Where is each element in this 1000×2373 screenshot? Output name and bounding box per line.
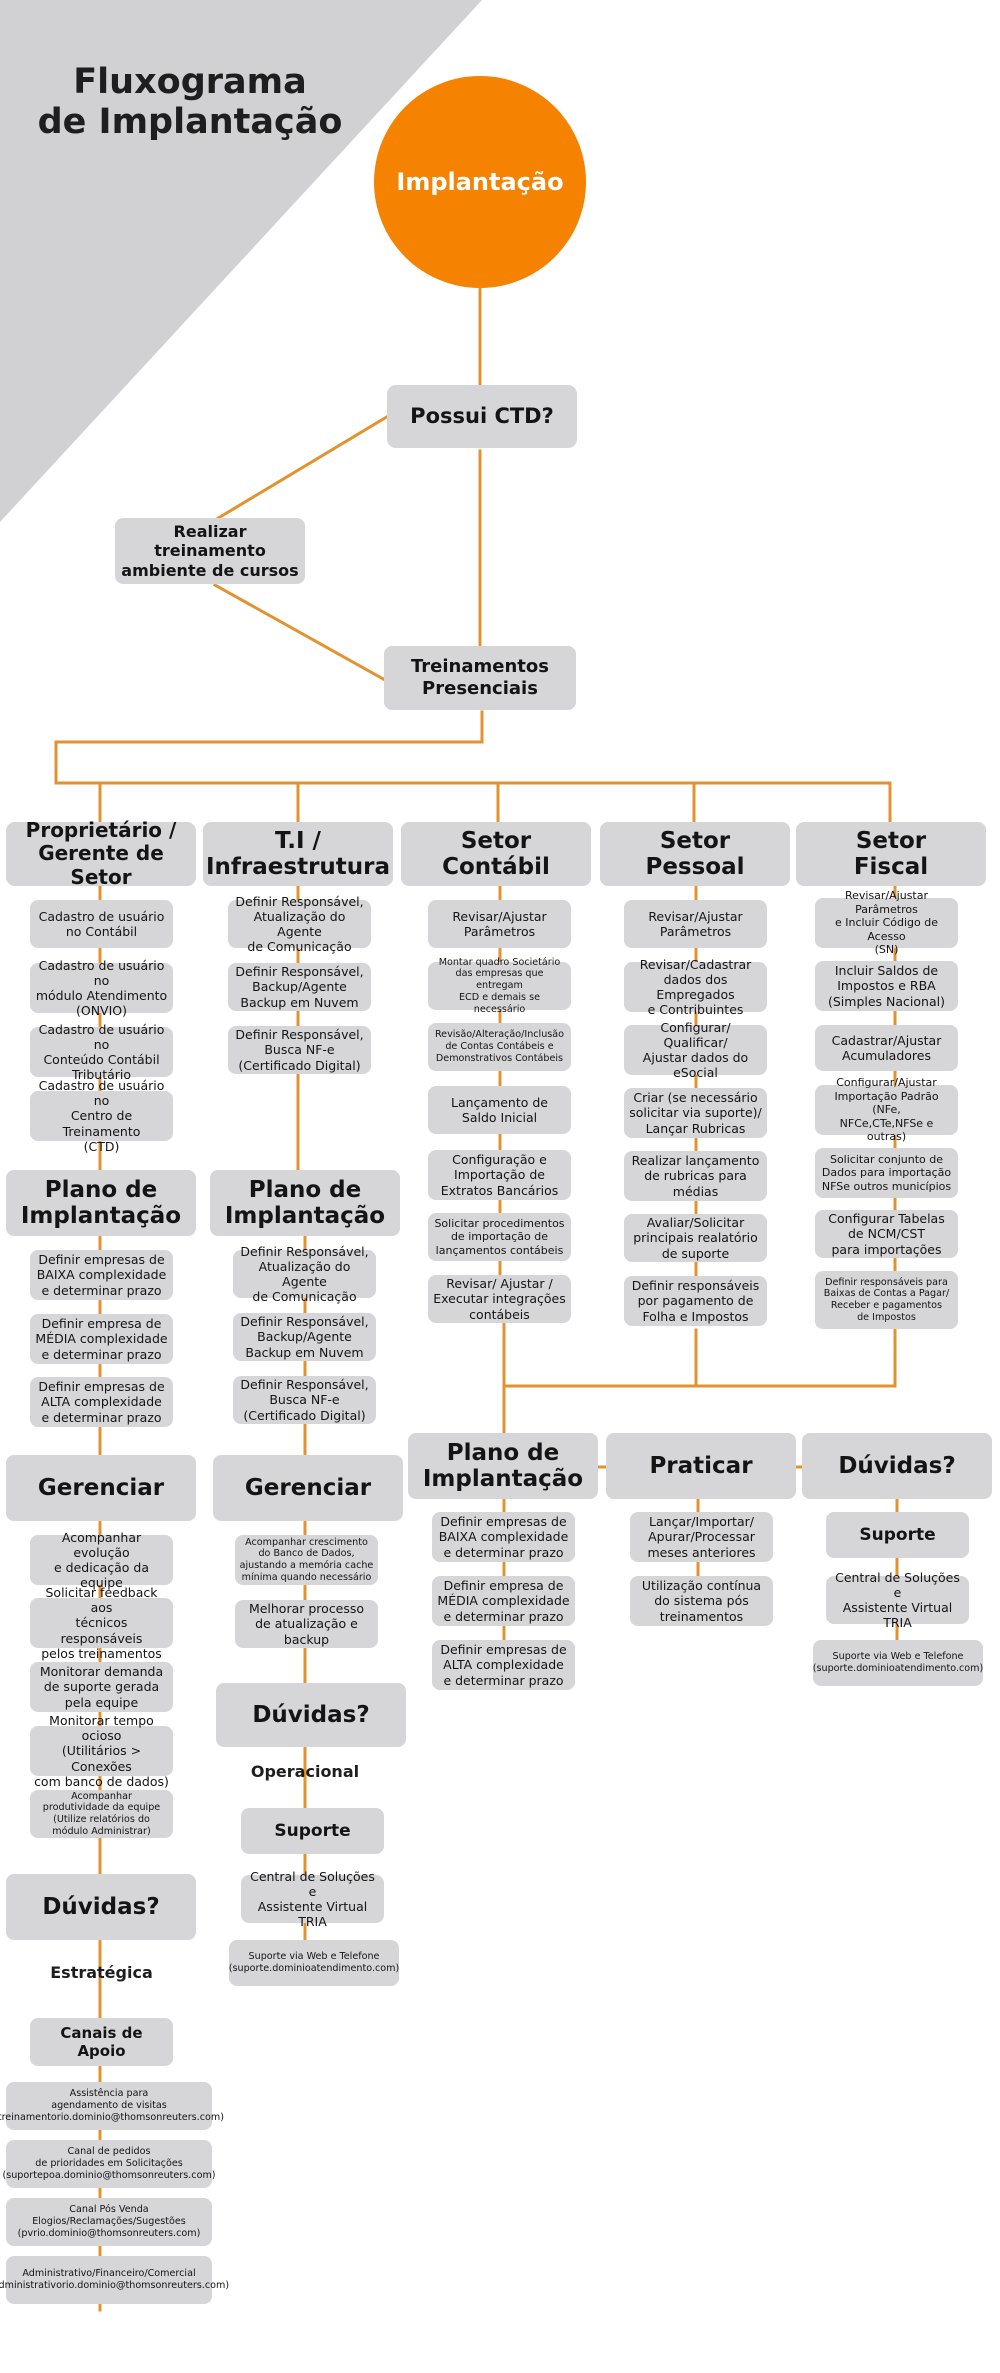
col1-doubts-header: Dúvidas?: [6, 1874, 196, 1940]
col3-item: Revisar/Ajustar Parâmetros: [428, 900, 571, 948]
decision-node: Possui CTD?: [387, 385, 577, 448]
col1-manage-item: Acompanhar evolução e dedicação da equip…: [30, 1530, 173, 1590]
col1-manage-item: Monitorar tempo ocioso (Utilitários > Co…: [30, 1713, 173, 1789]
col1-plan-header: Plano de Implantação: [6, 1170, 196, 1236]
merge-support-item: Suporte via Web e Telefone (suporte.domi…: [813, 1640, 983, 1686]
col2-doubts-header: Dúvidas?: [216, 1683, 406, 1747]
col3-header: Setor Contábil: [401, 822, 591, 886]
col1-support-item: Canal de pedidos de prioridades em Solic…: [2, 2140, 216, 2188]
merge-plan-item: Definir empresas de ALTA complexidade e …: [432, 1640, 575, 1690]
col5-item: Solicitar conjunto de Dados para importa…: [815, 1148, 958, 1198]
col3-item: Montar quadro Societário das empresas qu…: [428, 957, 571, 1015]
col4-item: Realizar lançamento de rubricas para méd…: [624, 1151, 767, 1201]
col4-item: Revisar/Cadastrar dados dos Empregados e…: [624, 957, 767, 1017]
col3-item: Revisar/ Ajustar / Executar integrações …: [428, 1275, 571, 1323]
col1-manage-header: Gerenciar: [6, 1455, 196, 1521]
col1-support-header: Canais de Apoio: [30, 2018, 173, 2066]
col2-support-header: Suporte: [241, 1808, 384, 1854]
practice-item: Lançar/Importar/ Apurar/Processar meses …: [630, 1512, 773, 1562]
col1-support-item: Canal Pós Venda Elogios/Reclamações/Suge…: [6, 2198, 212, 2246]
col1-manage-item: Acompanhar produtividade da equipe (Util…: [30, 1790, 173, 1838]
title-line1: Fluxograma: [73, 62, 307, 102]
col3-item: Revisão/Alteração/Inclusão de Contas Con…: [428, 1023, 571, 1071]
col2-header: T.I / Infraestrutura: [203, 822, 393, 886]
col2-support-item: Central de Soluções e Assistente Virtual…: [241, 1869, 384, 1929]
merge-doubts-header: Dúvidas?: [802, 1433, 992, 1499]
practice-item: Utilização contínua do sistema pós trein…: [630, 1576, 773, 1626]
col2-manage-header: Gerenciar: [213, 1455, 403, 1521]
col1-manage-item: Solicitar feedback aos técnicos responsá…: [30, 1585, 173, 1661]
col1-plan-item: Definir empresas de BAIXA complexidade e…: [30, 1250, 173, 1300]
col5-item: Configurar Tabelas de NCM/CST para impor…: [815, 1210, 958, 1258]
col3-item: Solicitar procedimentos de importação de…: [428, 1213, 571, 1261]
col2-plan-item: Definir Responsável, Backup/Agente Backu…: [233, 1313, 376, 1361]
background-triangle: [0, 0, 482, 522]
col2-item: Definir Responsável, Busca NF-e (Certifi…: [228, 1026, 371, 1074]
col1-item: Cadastro de usuário no Centro de Treinam…: [30, 1078, 173, 1154]
col1-manage-item: Monitorar demanda de suporte gerada pela…: [30, 1662, 173, 1712]
col2-manage-item: Acompanhar crescimento do Banco de Dados…: [235, 1535, 378, 1585]
merge-plan-item: Definir empresas de BAIXA complexidade e…: [432, 1512, 575, 1562]
col3-item: Lançamento de Saldo Inicial: [428, 1086, 571, 1134]
col5-item: Cadastrar/Ajustar Acumuladores: [815, 1025, 958, 1071]
col2-manage-item: Melhorar processo de atualização e backu…: [235, 1600, 378, 1648]
strategic-label: Estratégica: [50, 1963, 153, 1982]
col4-header: Setor Pessoal: [600, 822, 790, 886]
col1-item: Cadastro de usuário no módulo Atendiment…: [30, 958, 173, 1018]
col4-item: Criar (se necessário solicitar via supor…: [624, 1088, 767, 1138]
col2-item: Definir Responsável, Backup/Agente Backu…: [228, 963, 371, 1011]
operational-label: Operacional: [250, 1762, 360, 1781]
col5-item: Incluir Saldos de Impostos e RBA (Simple…: [815, 961, 958, 1011]
col1-support-item: Assistência para agendamento de visitas …: [0, 2082, 224, 2130]
col4-item: Configurar/ Qualificar/ Ajustar dados do…: [624, 1020, 767, 1080]
merge-support-header: Suporte: [826, 1512, 969, 1558]
practice-header: Praticar: [606, 1433, 796, 1499]
merge-plan-item: Definir empresa de MÉDIA complexidade e …: [432, 1576, 575, 1626]
col2-support-item: Suporte via Web e Telefone (suporte.domi…: [229, 1940, 399, 1986]
col1-plan-item: Definir empresa de MÉDIA complexidade e …: [30, 1314, 173, 1364]
col2-item: Definir Responsável, Atualização do Agen…: [228, 894, 371, 954]
col4-item: Definir responsáveis por pagamento de Fo…: [624, 1276, 767, 1326]
col2-plan-item: Definir Responsável, Busca NF-e (Certifi…: [233, 1376, 376, 1424]
training-in-person-node: Treinamentos Presenciais: [384, 646, 576, 710]
col1-plan-item: Definir empresas de ALTA complexidade e …: [30, 1377, 173, 1427]
col3-item: Configuração e Importação de Extratos Ba…: [428, 1150, 571, 1200]
col5-item: Revisar/Ajustar Parâmetros e Incluir Cód…: [815, 889, 958, 956]
col4-item: Revisar/Ajustar Parâmetros: [624, 900, 767, 948]
col5-header: Setor Fiscal: [796, 822, 986, 886]
col4-item: Avaliar/Solicitar principais realatório …: [624, 1214, 767, 1262]
col1-item: Cadastro de usuário no Conteúdo Contábil…: [30, 1022, 173, 1082]
col1-support-item: Administrativo/Financeiro/Comercial (adm…: [0, 2256, 229, 2304]
start-node: Implantação: [374, 76, 586, 288]
col1-item: Cadastro de usuário no Contábil: [30, 900, 173, 948]
col2-plan-header: Plano de Implantação: [210, 1170, 400, 1236]
col5-item: Configurar/Ajustar Importação Padrão (NF…: [815, 1076, 958, 1143]
col5-item: Definir responsáveis para Baixas de Cont…: [815, 1271, 958, 1329]
merge-support-item: Central de Soluções e Assistente Virtual…: [826, 1570, 969, 1630]
merge-plan-header: Plano de Implantação: [408, 1433, 598, 1499]
training-env-node: Realizar treinamento ambiente de cursos: [115, 518, 305, 584]
page-title: Fluxograma de Implantação: [30, 62, 350, 142]
col2-plan-item: Definir Responsável, Atualização do Agen…: [233, 1244, 376, 1304]
title-line2: de Implantação: [37, 102, 343, 142]
col1-header: Proprietário / Gerente de Setor: [6, 818, 196, 889]
